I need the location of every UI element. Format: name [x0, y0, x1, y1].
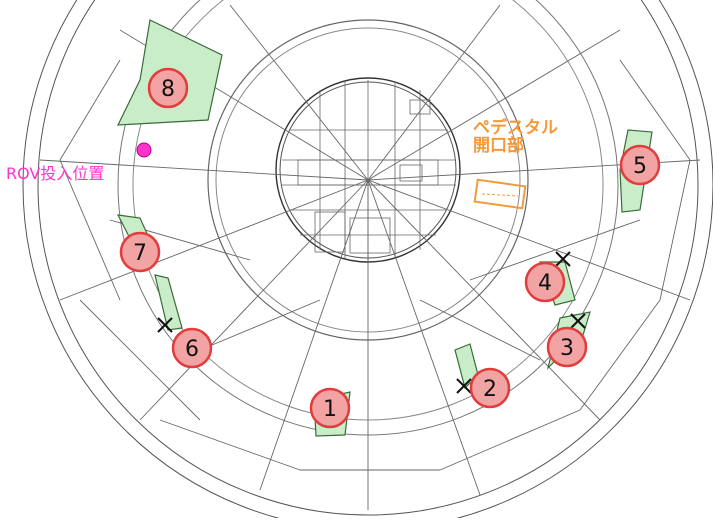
marker-number: 5 — [633, 154, 647, 179]
pedestal-label-line2: 開口部 — [473, 135, 524, 156]
marker-number: 1 — [323, 397, 337, 422]
region-6 — [154, 274, 183, 331]
rov-insertion-point — [136, 142, 152, 158]
x-mark-2 — [456, 378, 472, 394]
rov-insertion-label: ROV投入位置 — [6, 164, 105, 183]
marker-6: 6 — [171, 327, 213, 369]
marker-circle — [119, 231, 161, 273]
marker-circle — [469, 367, 511, 409]
x-mark-3 — [570, 313, 586, 329]
marker-4: 4 — [524, 261, 566, 303]
marker-number: 6 — [185, 337, 199, 362]
numbered-markers: 1 2 3 4 5 6 7 8 — [119, 67, 661, 429]
marker-number: 8 — [161, 77, 175, 102]
marker-number: 3 — [560, 336, 574, 361]
marker-circle — [171, 327, 213, 369]
outer-ring-inner — [37, 0, 699, 516]
marker-number: 4 — [538, 271, 552, 296]
pedestal-opening-label: ペデスタル 開口部 — [473, 118, 558, 156]
marker-2: 2 — [469, 367, 511, 409]
pedestal-opening — [473, 178, 527, 210]
marker-5: 5 — [619, 144, 661, 186]
marker-circle — [147, 67, 189, 109]
marker-8: 8 — [147, 67, 189, 109]
frame-members — [39, 4, 701, 510]
marker-circle — [546, 326, 588, 368]
x-marks — [157, 251, 586, 394]
x-mark-4 — [555, 251, 571, 267]
outer-ring — [22, 0, 713, 522]
marker-1: 1 — [309, 387, 351, 429]
marker-circle — [619, 144, 661, 186]
marker-number: 2 — [483, 377, 497, 402]
marker-7: 7 — [119, 231, 161, 273]
pedestal-label-line1: ペデスタル — [473, 118, 558, 138]
x-mark-6 — [157, 317, 173, 333]
marker-circle — [309, 387, 351, 429]
marker-number: 7 — [133, 241, 147, 266]
marker-circle — [524, 261, 566, 303]
marker-3: 3 — [546, 326, 588, 368]
